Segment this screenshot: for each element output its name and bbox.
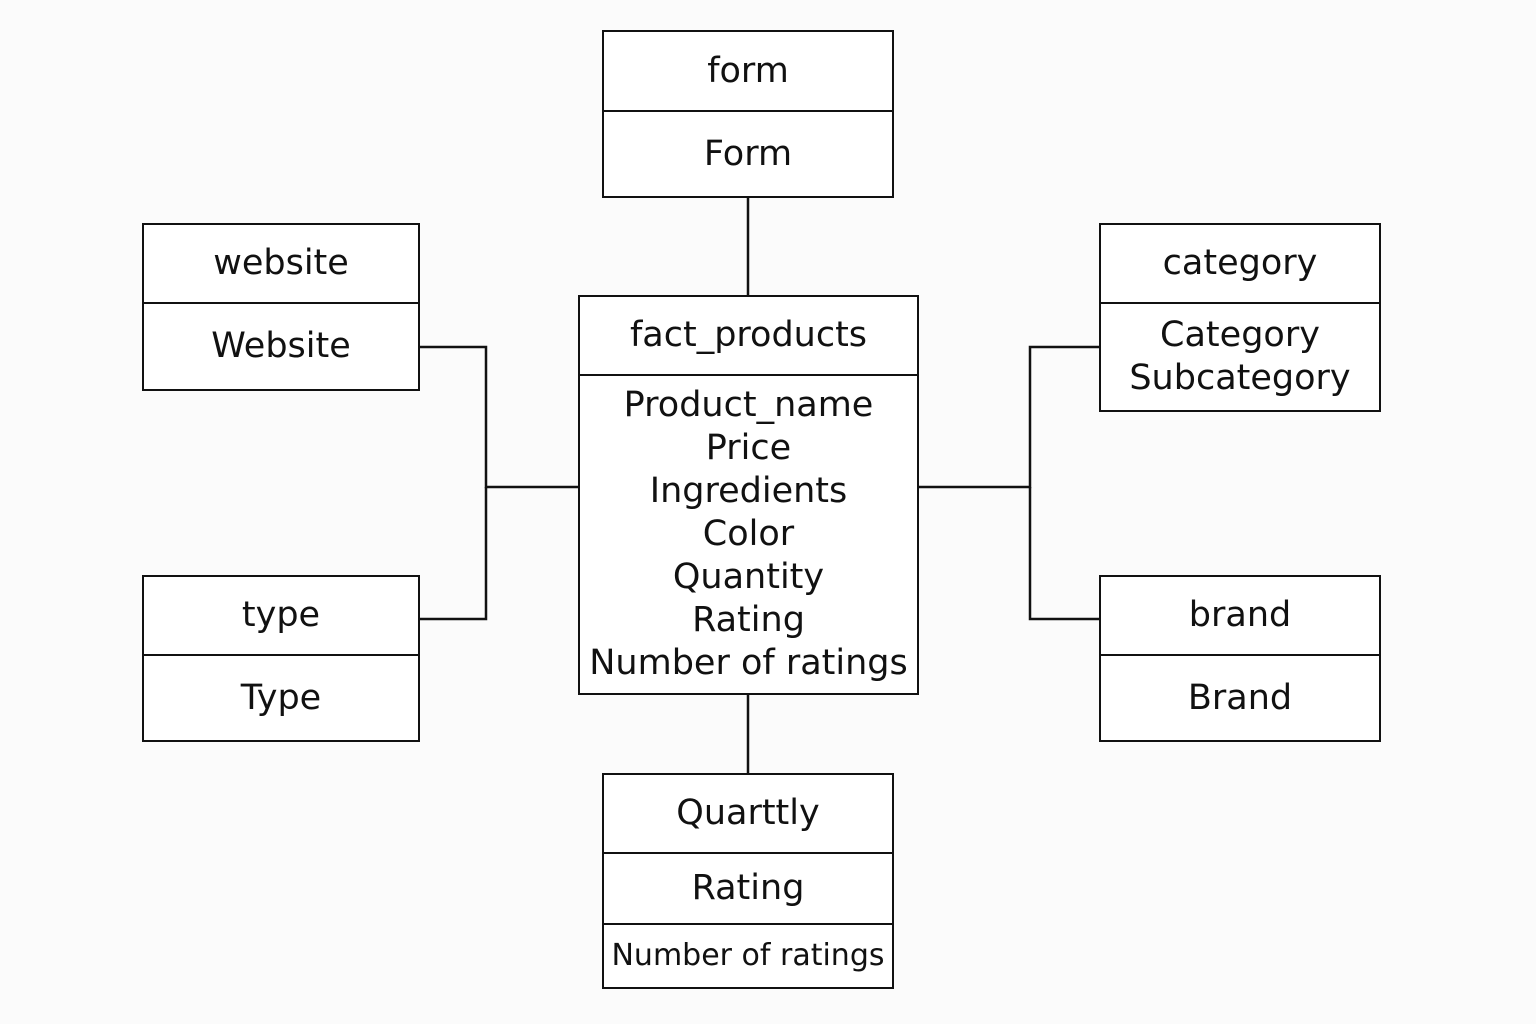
entity-field: Category	[1160, 315, 1320, 355]
entity-title: form	[707, 50, 789, 91]
entity-header: website	[144, 225, 418, 302]
entity-field: Form	[703, 133, 793, 174]
entity-field: Number of ratings	[611, 937, 885, 973]
entity-brand: brand Brand	[1099, 575, 1381, 742]
entity-header: category	[1101, 225, 1379, 302]
entity-website: website Website	[142, 223, 420, 391]
entity-title: brand	[1188, 595, 1292, 636]
entity-quantity: Quarttly Rating Number of ratings	[602, 773, 894, 989]
entity-field: Type	[240, 677, 322, 718]
entity-header: type	[144, 577, 418, 654]
connector-category-to-fact	[918, 345, 1099, 489]
entity-field: Rating	[692, 600, 805, 640]
entity-field: Subcategory	[1129, 358, 1351, 398]
entity-field: Number of ratings	[589, 643, 908, 683]
entity-field: Website	[211, 326, 351, 367]
entity-fact-products: fact_products Product_name Price Ingredi…	[578, 295, 919, 695]
entity-field: Product_name	[623, 385, 874, 425]
entity-fields: Form	[604, 110, 892, 196]
connector-type-to-fact	[419, 487, 488, 621]
entity-form: form Form	[602, 30, 894, 198]
entity-field: Ingredients	[649, 471, 848, 511]
entity-title: fact_products	[629, 315, 868, 356]
entity-fields: Product_name Price Ingredients Color Qua…	[580, 374, 917, 693]
entity-field: Brand	[1187, 677, 1293, 718]
entity-fields: Brand	[1101, 654, 1379, 740]
entity-field-row: Rating	[604, 852, 892, 923]
entity-title: type	[241, 595, 321, 636]
entity-type: type Type	[142, 575, 420, 742]
connector-website-to-fact	[419, 345, 579, 489]
entity-title: category	[1162, 243, 1318, 284]
entity-field-row: Number of ratings	[604, 923, 892, 987]
entity-field: Quantity	[672, 557, 825, 597]
entity-header: fact_products	[580, 297, 917, 374]
entity-header: Quarttly	[604, 775, 892, 852]
entity-title: Quarttly	[676, 793, 820, 834]
entity-fields: Website	[144, 302, 418, 389]
entity-header: form	[604, 32, 892, 110]
entity-fields: Category Subcategory	[1101, 302, 1379, 410]
entity-category: category Category Subcategory	[1099, 223, 1381, 412]
connector-brand-to-fact	[1028, 487, 1099, 621]
entity-field: Color	[702, 514, 795, 554]
entity-title: website	[213, 243, 349, 284]
entity-field: Rating	[691, 868, 805, 909]
entity-header: brand	[1101, 577, 1379, 654]
entity-field: Price	[705, 428, 792, 468]
entity-fields: Type	[144, 654, 418, 740]
